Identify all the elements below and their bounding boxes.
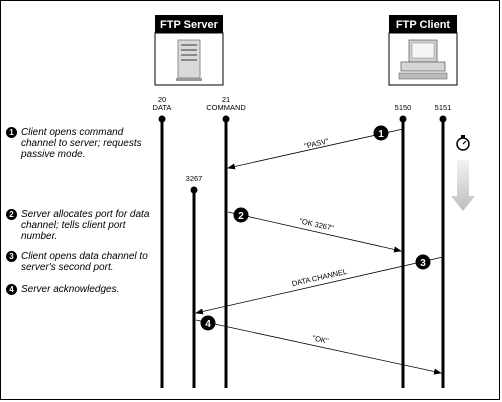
server-tower-icon — [176, 39, 202, 81]
step-1-number: 1 — [6, 127, 17, 138]
badge-step-4: 4 — [200, 315, 216, 331]
svg-text:3: 3 — [420, 258, 426, 269]
step-4: 4 Server acknowledges. — [6, 284, 156, 295]
down-arrow-icon — [451, 160, 475, 211]
step-3: 3 Client opens data channel to server's s… — [6, 251, 156, 273]
msg-ok: "OK" — [312, 333, 330, 345]
svg-text:2: 2 — [238, 211, 244, 222]
arrow-ok — [195, 319, 442, 375]
step-2-number: 2 — [6, 209, 17, 220]
server-title: FTP Server — [160, 19, 219, 31]
port-labels: 20 DATA 21 COMMAND 3267 5150 5151 — [153, 95, 452, 183]
step-2: 2 Server allocates port for data channel;… — [6, 209, 156, 242]
step-3-text: Client opens data channel to server's se… — [21, 251, 148, 273]
port-21-label: COMMAND — [206, 103, 246, 112]
step-2-text: Server allocates port for data channel; … — [21, 209, 150, 242]
step-1-text: Client opens command channel to server; … — [21, 127, 142, 160]
msg-ok-port: "OK 3267" — [299, 216, 335, 233]
diagram-step-badges: 1 2 3 4 — [200, 125, 431, 331]
port-20-number: 20 — [158, 95, 166, 104]
port-20-label: DATA — [153, 103, 172, 112]
arrow-pasv — [227, 128, 404, 170]
port-21-number: 21 — [222, 95, 230, 104]
badge-step-3: 3 — [415, 254, 431, 270]
client-title: FTP Client — [396, 19, 451, 31]
svg-text:1: 1 — [378, 129, 384, 140]
timelines — [158, 115, 447, 388]
port-5151-label: 5151 — [435, 103, 452, 112]
step-3-number: 3 — [6, 251, 17, 262]
step-1: 1 Client opens command channel to server;… — [6, 127, 156, 160]
message-labels: "PASV" "OK 3267" DATA CHANNEL "OK" — [291, 136, 348, 345]
port-5150-label: 5150 — [395, 103, 412, 112]
badge-step-1: 1 — [373, 125, 389, 141]
step-4-text: Server acknowledges. — [21, 284, 120, 295]
port-3267-label: 3267 — [186, 174, 203, 183]
badge-step-2: 2 — [233, 207, 249, 223]
arrow-ok-port — [227, 211, 402, 253]
desktop-computer-icon — [398, 39, 448, 80]
stopwatch-icon — [456, 135, 470, 151]
step-4-number: 4 — [6, 284, 17, 295]
svg-text:4: 4 — [205, 319, 211, 330]
message-arrows — [195, 128, 444, 375]
arrow-data-channel — [195, 256, 444, 315]
